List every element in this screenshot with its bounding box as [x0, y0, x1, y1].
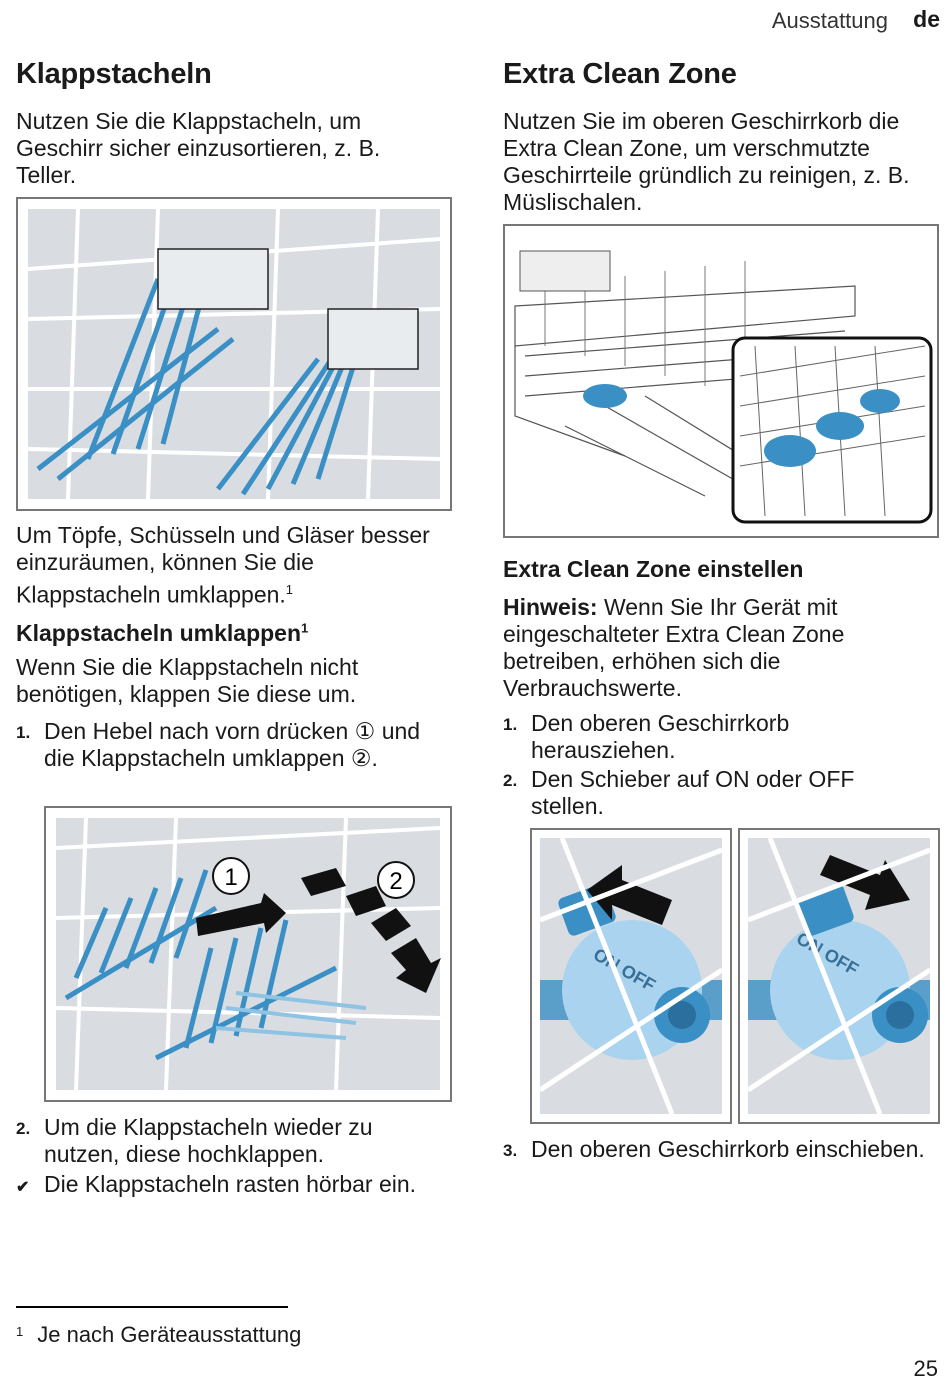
left-subheading: Klappstacheln umklappen1 — [16, 620, 308, 647]
page-number: 25 — [913, 1356, 938, 1381]
left-para-not-needed: Wenn Sie die Klappstacheln nicht benötig… — [16, 654, 359, 707]
right-step-1: 1. Den oberen Geschirrkorb herausziehen. — [503, 710, 935, 766]
step-number: 2. — [16, 1119, 31, 1138]
step-text: Den oberen Geschirrkorb einschieben. — [531, 1136, 925, 1162]
callout-2: 2 — [389, 868, 402, 895]
figure-fold-down-tines — [16, 197, 452, 511]
footnote-ref: 1 — [301, 620, 309, 636]
right-step-2: 2. Den Schieber auf ON oder OFF stellen. — [503, 766, 935, 822]
callout-1: 1 — [224, 864, 237, 891]
right-note: Hinweis: Wenn Sie Ihr Gerät mit eingesch… — [503, 594, 935, 702]
header-section-label: Ausstattung — [771, 8, 888, 33]
step-text: Den Schieber auf ON oder OFF stellen. — [531, 766, 855, 819]
right-step-3: 3. Den oberen Geschirrkorb einschieben. — [503, 1136, 935, 1192]
note-label: Hinweis: — [503, 594, 598, 620]
left-intro-text: Nutzen Sie die Klappstacheln, um Geschir… — [16, 108, 381, 188]
left-para-fold: Um Töpfe, Schüsseln und Gläser besser ei… — [16, 522, 446, 609]
figure-slider-on: ON OFF — [530, 828, 732, 1124]
right-section-title: Extra Clean Zone — [503, 58, 737, 90]
left-para-fold-text: Um Töpfe, Schüsseln und Gläser besser ei… — [16, 522, 430, 608]
step-number: 1. — [503, 715, 518, 734]
right-intro-text: Nutzen Sie im oberen Geschirrkorb die Ex… — [503, 108, 910, 215]
step-number: 3. — [503, 1141, 518, 1160]
left-subheading-text: Klappstacheln umklappen — [16, 620, 302, 646]
step-number: 2. — [503, 771, 518, 790]
note-text: Wenn Sie Ihr Gerät mit eingeschalteter E… — [503, 594, 845, 701]
footnote-ref: 1 — [285, 582, 294, 597]
figure-fold-lever: 1 2 — [44, 806, 452, 1102]
step-number: 1. — [16, 723, 31, 742]
step-text: Den oberen Geschirrkorb herausziehen. — [531, 710, 790, 763]
step-text: Um die Klappstacheln wieder zu nutzen, d… — [44, 1114, 373, 1167]
footnote-text: Je nach Geräteausstattung — [37, 1322, 302, 1347]
right-subheading: Extra Clean Zone einstellen — [503, 556, 804, 582]
left-step-1: 1. Den Hebel nach vorn drücken ① und die… — [16, 718, 446, 798]
footnote-separator — [16, 1306, 288, 1308]
footnote-mark: 1 — [16, 1324, 24, 1339]
left-result: ✔ Die Klappstacheln rasten hörbar ein. — [16, 1171, 446, 1227]
checkmark-icon: ✔ — [16, 1179, 30, 1196]
figure-upper-basket — [503, 224, 939, 538]
header-language: de — [913, 6, 940, 32]
step-text: Den Hebel nach vorn drücken ① und die Kl… — [44, 718, 421, 771]
left-section-title: Klappstacheln — [16, 58, 212, 90]
figure-slider-off: ON OFF — [738, 828, 940, 1124]
result-text: Die Klappstacheln rasten hörbar ein. — [44, 1171, 417, 1197]
left-step-2: 2. Um die Klappstacheln wieder zu nutzen… — [16, 1114, 446, 1170]
footnote: 1 Je nach Geräteausstattung — [16, 1322, 301, 1348]
